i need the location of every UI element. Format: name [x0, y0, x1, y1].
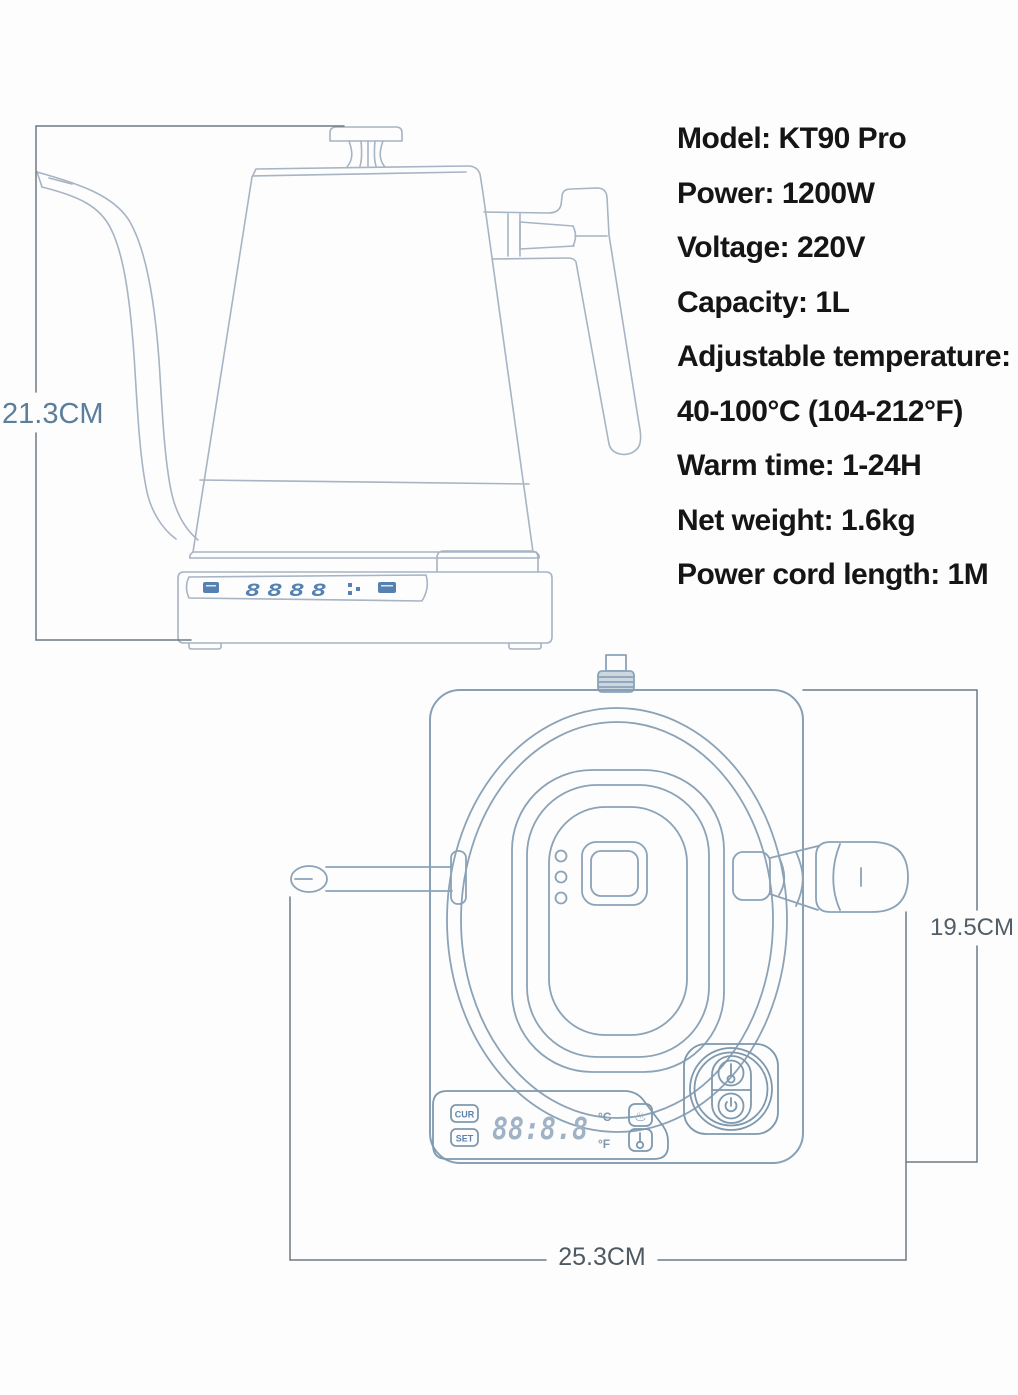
spec-block: Model: KT90 Pro Power: 1200W Voltage: 22…: [677, 112, 1017, 603]
keep-warm-button: [628, 1103, 653, 1127]
side-lid-knob: [329, 126, 403, 168]
top-spout: [290, 850, 467, 905]
strip-dot: [356, 587, 360, 591]
strip-icon-right: [378, 582, 396, 593]
spec-line-temp-range: 40-100°C (104-212°F): [677, 394, 963, 428]
lid-outline-mid: [526, 784, 710, 1058]
base-width-label: 25.3CM: [558, 1243, 646, 1271]
thermometer-icon: [635, 1132, 645, 1150]
side-handle: [483, 187, 642, 456]
cur-button: [450, 1104, 479, 1123]
base-plate-outline: [429, 689, 804, 1164]
body-inner-ellipse: [460, 721, 774, 1119]
power-button: [717, 1092, 745, 1120]
top-handle: [732, 841, 909, 913]
body-outer-ellipse: [446, 707, 788, 1133]
temp-unit-button: [628, 1128, 653, 1152]
spec-line-power: Power: 1200W: [677, 176, 875, 210]
lid-outline-outer: [511, 769, 725, 1073]
lid-knob-top: [581, 841, 648, 906]
set-button: [450, 1128, 479, 1147]
kettle-height-label: 21.3CM: [2, 398, 104, 430]
hot-springs-icon: ♨: [634, 1108, 647, 1124]
side-heating-base: [177, 571, 553, 650]
side-body: [189, 165, 540, 573]
dimension-lines-side-view: [35, 125, 345, 641]
strip-colon-dot: [348, 583, 352, 587]
temperature-button: [717, 1059, 745, 1087]
cur-button-label: CUR: [455, 1110, 475, 1120]
lid-outline-inner: [548, 806, 688, 1036]
power-cord-connector: [597, 654, 635, 693]
strip-colon-dot: [348, 591, 352, 595]
spec-line-voltage: Voltage: 220V: [677, 231, 866, 264]
side-spout: [36, 171, 199, 541]
spec-line-model: Model: KT90 Pro: [677, 122, 907, 155]
set-button-label: SET: [456, 1134, 474, 1144]
strip-icon-left: [203, 582, 219, 593]
spec-line-net-weight: Net weight: 1.6kg: [677, 503, 916, 537]
base-display-panel: [432, 1090, 669, 1160]
spec-line-capacity: Capacity: 1L: [677, 285, 850, 319]
kettle-top-view: [289, 654, 978, 1261]
base-height-label: 19.5CM: [929, 914, 1015, 941]
spec-line-cord-length: Power cord length: 1M: [677, 558, 989, 591]
celsius-label: °C: [598, 1110, 612, 1124]
strip-icon-detail: [381, 585, 393, 587]
kettle-side-view: [36, 126, 642, 650]
thermometer-icon: [726, 1063, 736, 1084]
fahrenheit-label: °F: [598, 1137, 610, 1151]
control-pod: [683, 1043, 779, 1135]
vent-hole: [554, 870, 568, 884]
spec-line-warm-time: Warm time: 1-24H: [677, 449, 922, 482]
strip-icon-detail: [206, 585, 216, 587]
side-display-strip: 8888: [203, 581, 396, 601]
strip-digits: 8888: [245, 581, 333, 601]
panel-texts: CUR SET 88:8.8 °C °F ♨: [455, 1108, 647, 1151]
dimension-lines-top-view: [289, 689, 978, 1261]
spec-line-adjustable: Adjustable temperature:: [677, 340, 1011, 373]
segment-display: 88:8.8: [492, 1112, 588, 1147]
vent-hole: [554, 849, 568, 863]
power-icon: [724, 1097, 738, 1113]
vent-hole: [554, 891, 568, 905]
